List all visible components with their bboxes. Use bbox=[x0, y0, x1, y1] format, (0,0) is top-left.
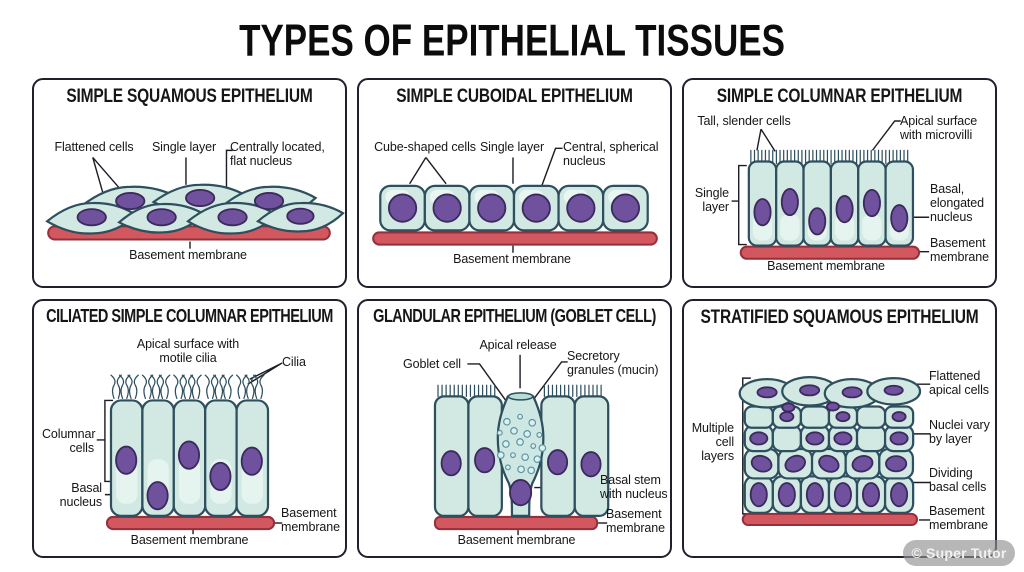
panel-canvas: Apical surface with motile cilia Cilia C… bbox=[34, 333, 345, 556]
label-basement-membrane: Basement membrane bbox=[929, 504, 988, 533]
label-basal-nucleus: Basal, elongated nucleus bbox=[930, 182, 985, 225]
label-apical-cilia: Apical surface with motile cilia bbox=[136, 337, 240, 366]
goblet-cell-shape bbox=[496, 392, 547, 518]
label-columnar-cells: Columnar cells bbox=[42, 427, 96, 456]
panel-title: SIMPLE SQUAMOUS EPITHELIUM bbox=[66, 85, 313, 107]
label-secretory-granules: Secretory granules (mucin) bbox=[567, 349, 659, 378]
goblet-illustration bbox=[433, 354, 610, 536]
microvilli bbox=[437, 384, 602, 397]
label-basement-membrane: Basement membrane bbox=[453, 252, 571, 266]
panel-title: CILIATED SIMPLE COLUMNAR EPITHELIUM bbox=[46, 307, 333, 327]
columnar-cells-bracket bbox=[96, 399, 114, 483]
label-central-nucleus: Central, spherical nucleus bbox=[563, 140, 659, 169]
single-layer-bracket bbox=[731, 164, 747, 246]
label-basement-membrane-side: Basement membrane bbox=[281, 506, 340, 535]
label-basal-stem: Basal stem with nucleus bbox=[600, 473, 668, 502]
label-dividing-basal: Dividing basal cells bbox=[929, 466, 987, 495]
panel-canvas: Apical release Goblet cell Secretory gra… bbox=[359, 333, 670, 556]
columnar-illustration bbox=[731, 120, 930, 260]
panel-ciliated-columnar: CILIATED SIMPLE COLUMNAR EPITHELIUM bbox=[32, 299, 347, 558]
panel-title: GLANDULAR EPITHELIUM (GOBLET CELL) bbox=[373, 307, 656, 327]
nuclei-shapes bbox=[387, 193, 641, 223]
cuboidal-illustration bbox=[372, 147, 658, 253]
cilia bbox=[110, 374, 265, 400]
label-basement-membrane: Basement membrane bbox=[767, 259, 885, 273]
label-flattened-cells: Flattened cells bbox=[54, 140, 134, 154]
secretory-granules bbox=[496, 413, 547, 475]
panel-stratified-squamous: STRATIFIED SQUAMOUS EPITHELIUM bbox=[682, 299, 997, 558]
microvilli bbox=[750, 149, 909, 165]
panel-title: SIMPLE CUBOIDAL EPITHELIUM bbox=[396, 85, 633, 107]
panel-canvas: Tall, slender cells Apical surface with … bbox=[684, 112, 995, 286]
basement-membrane-shape bbox=[372, 231, 658, 246]
basement-membrane-shape bbox=[105, 515, 276, 531]
second-layer-cells bbox=[743, 405, 915, 429]
label-tall-cells: Tall, slender cells bbox=[697, 114, 791, 128]
label-single-layer: Single layer bbox=[479, 140, 545, 154]
label-basement-membrane-side: Basement membrane bbox=[606, 507, 665, 536]
panel-canvas: Cube-shaped cells Single layer Central, … bbox=[359, 112, 670, 286]
panel-title: STRATIFIED SQUAMOUS EPITHELIUM bbox=[700, 306, 979, 328]
label-basement-membrane-side: Basement membrane bbox=[930, 236, 989, 265]
panel-simple-squamous: SIMPLE SQUAMOUS EPITHELIUM bbox=[32, 78, 347, 288]
label-basement-membrane: Basement membrane bbox=[457, 533, 576, 547]
label-cube-cells: Cube-shaped cells bbox=[374, 140, 476, 154]
label-cilia: Cilia bbox=[282, 355, 306, 369]
nuclei-shapes bbox=[440, 447, 602, 478]
label-multiple-layers: Multiple cell layers bbox=[691, 421, 734, 464]
leader-lines bbox=[409, 147, 563, 253]
nuclei-shapes bbox=[76, 188, 315, 227]
squamous-illustration bbox=[45, 149, 345, 249]
label-basement-membrane: Basement membrane bbox=[130, 533, 249, 547]
middle-layer-cells bbox=[743, 447, 915, 480]
label-apical-release: Apical release bbox=[479, 338, 557, 352]
panel-canvas: Flattened apical cells Nuclei vary by la… bbox=[684, 333, 995, 556]
stratified-illustration bbox=[738, 376, 931, 527]
ciliated-illustration bbox=[96, 362, 283, 535]
apical-layer-cells bbox=[738, 376, 922, 413]
label-basement-membrane: Basement membrane bbox=[129, 248, 247, 262]
basement-membrane-shape bbox=[741, 512, 919, 527]
basement-membrane-shape bbox=[739, 245, 921, 260]
label-nuclei-vary: Nuclei vary by layer bbox=[929, 418, 990, 447]
page-title: TYPES OF EPITHELIAL TISSUES bbox=[239, 16, 785, 66]
panel-simple-cuboidal: SIMPLE CUBOIDAL EPITHELIUM bbox=[357, 78, 672, 288]
label-single-layer: Single layer bbox=[151, 140, 217, 154]
panel-simple-columnar: SIMPLE COLUMNAR EPITHELIUM bbox=[682, 78, 997, 288]
panel-canvas: Flattened cells Single layer Centrally l… bbox=[34, 112, 345, 286]
label-central-nucleus: Centrally located, flat nucleus bbox=[230, 140, 325, 169]
label-goblet-cell: Goblet cell bbox=[403, 357, 461, 371]
label-apical-microvilli: Apical surface with microvilli bbox=[900, 114, 978, 143]
cube-cells-shapes bbox=[379, 184, 649, 232]
nuclei-shapes bbox=[115, 440, 263, 511]
upper-middle-layer-cells bbox=[743, 424, 915, 453]
columnar-cells-shapes bbox=[747, 160, 915, 247]
label-flattened-apical: Flattened apical cells bbox=[929, 369, 989, 398]
panel-title: SIMPLE COLUMNAR EPITHELIUM bbox=[716, 85, 963, 107]
watermark-badge: © Super Tutor bbox=[903, 540, 1015, 566]
label-single-layer: Single layer bbox=[694, 186, 729, 215]
nuclei-shapes bbox=[753, 187, 909, 236]
basement-membrane-shape bbox=[433, 515, 599, 531]
panel-glandular-goblet: GLANDULAR EPITHELIUM (GOBLET CELL) bbox=[357, 299, 672, 558]
basal-layer-cells bbox=[743, 475, 915, 514]
label-basal-nucleus: Basal nucleus bbox=[59, 481, 102, 510]
